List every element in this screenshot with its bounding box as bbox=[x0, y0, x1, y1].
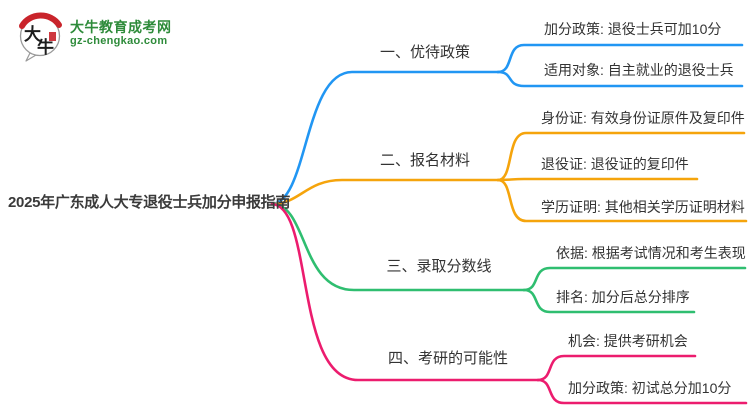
leaf-score-ranking: 排名: 加分后总分排序 bbox=[556, 289, 690, 305]
leaf-material-id: 身份证: 有效身份证原件及复印件 bbox=[541, 110, 745, 126]
leaf-postgrad-chance: 机会: 提供考研机会 bbox=[568, 333, 688, 349]
branch-2-label: 二、报名材料 bbox=[379, 152, 470, 169]
branch-3-label: 三、录取分数线 bbox=[386, 258, 492, 275]
logo-domain: gz-chengkao.com bbox=[70, 35, 168, 47]
leaf-policy-bonus: 加分政策: 退役士兵可加10分 bbox=[544, 21, 722, 37]
root-topic: 2025年广东成人大专退役士兵加分申报指南 bbox=[8, 194, 291, 211]
svg-text:大: 大 bbox=[24, 24, 41, 45]
branch-1-lines bbox=[270, 43, 744, 206]
leaf-policy-target: 适用对象: 自主就业的退役士兵 bbox=[544, 62, 734, 78]
logo-bubble-icon: 大 牛 bbox=[19, 12, 62, 62]
branch-4-label: 四、考研的可能性 bbox=[387, 350, 508, 367]
branch-4-lines bbox=[270, 202, 748, 405]
branch-1-label: 一、优待政策 bbox=[379, 44, 470, 61]
leaf-score-basis: 依据: 根据考试情况和考生表现 bbox=[556, 245, 746, 261]
leaf-material-veteran-cert: 退役证: 退役证的复印件 bbox=[541, 156, 689, 172]
svg-text:牛: 牛 bbox=[37, 37, 54, 58]
logo-title: 大牛教育成考网 bbox=[70, 19, 172, 35]
branch-2-lines bbox=[270, 131, 748, 223]
leaf-postgrad-bonus: 加分政策: 初试总分加10分 bbox=[568, 380, 732, 396]
leaf-material-diploma: 学历证明: 其他相关学历证明材料 bbox=[541, 199, 745, 215]
site-logo: 大 牛 大牛教育成考网 gz-chengkao.com bbox=[16, 10, 172, 62]
branch-3-lines bbox=[270, 202, 747, 314]
